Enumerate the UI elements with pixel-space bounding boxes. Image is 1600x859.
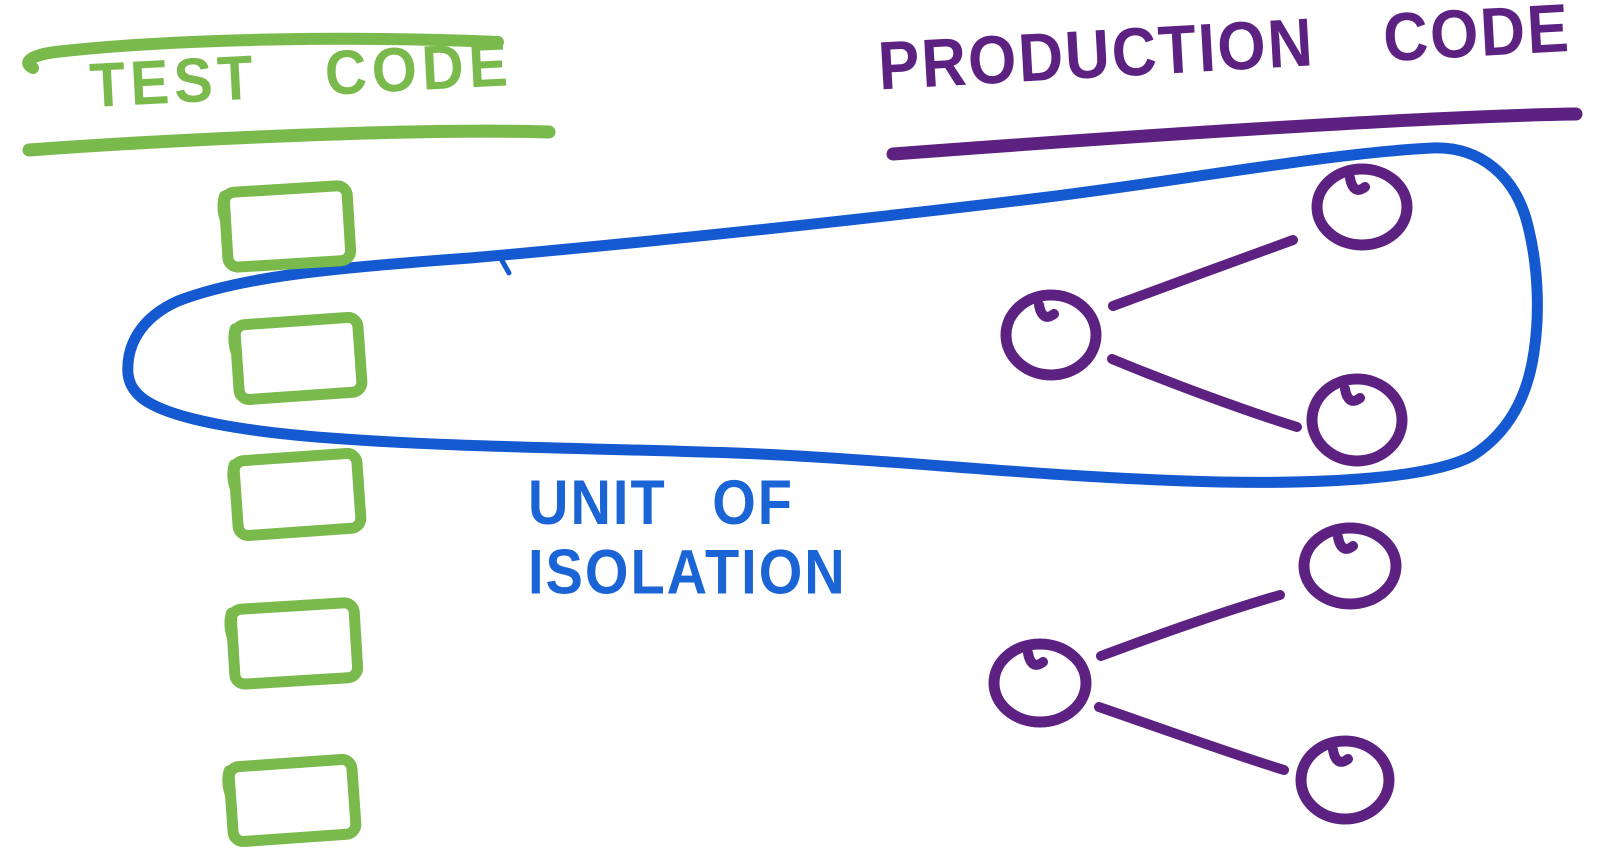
production-node: [1295, 735, 1395, 825]
cluster-edge: [1096, 590, 1285, 661]
test-box-3: [227, 447, 367, 541]
unit-of-isolation-loop: [122, 142, 1543, 488]
unit-of-isolation-line1: UNIT OF: [528, 466, 794, 538]
unit-of-isolation-line2: ISOLATION: [528, 536, 847, 607]
cluster-edge: [1108, 235, 1298, 311]
production-node: [1000, 289, 1102, 381]
loop-pen-tick: [497, 254, 512, 276]
production-node: [1298, 522, 1402, 610]
test-code-underline: [22, 124, 556, 157]
unit-of-isolation-label: UNIT OF ISOLATION: [528, 466, 847, 607]
test-box-5: [222, 753, 362, 847]
production-node: [988, 638, 1092, 728]
production-cluster-inside-loop: [1000, 163, 1413, 467]
production-code-underline: [886, 107, 1583, 161]
test-code-crossbar-stroke: [22, 32, 504, 74]
cluster-edge: [1094, 702, 1289, 775]
cluster-edge: [1107, 354, 1302, 432]
production-node: [1311, 163, 1413, 251]
production-cluster-outside-loop: [988, 522, 1402, 825]
test-box-4: [224, 597, 364, 690]
production-node: [1306, 373, 1408, 467]
test-box-1: [217, 180, 357, 273]
test-box-2: [228, 311, 368, 405]
